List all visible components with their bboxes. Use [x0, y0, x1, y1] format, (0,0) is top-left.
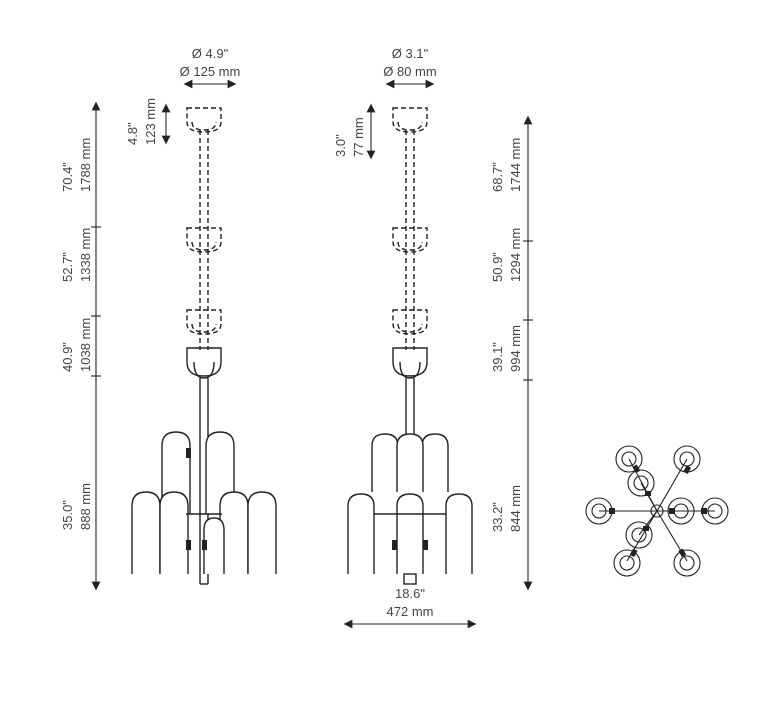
- left-diameter-in: Ø 4.9": [192, 46, 229, 61]
- right-diameter-in: Ø 3.1": [392, 46, 429, 61]
- left-h4-in: 35.0": [60, 500, 75, 530]
- top-globe-6: [673, 549, 701, 577]
- left-h3-in: 40.9": [60, 342, 75, 372]
- right-h4-in: 33.2": [490, 502, 505, 532]
- left-h1-mm: 1788 mm: [78, 138, 93, 192]
- left-canopy-4: [186, 347, 222, 379]
- right-h4-mm: 844 mm: [508, 485, 523, 532]
- top-hub: [650, 504, 664, 518]
- right-h2-mm: 1294 mm: [508, 228, 523, 282]
- left-canopy-in: 4.8": [125, 122, 140, 145]
- right-h2-in: 50.9": [490, 252, 505, 282]
- left-diameter-mm: Ø 125 mm: [180, 64, 241, 79]
- left-canopy-3: [186, 309, 222, 335]
- left-canopy-1: [186, 107, 222, 133]
- right-upper-shades: [371, 433, 449, 492]
- left-h3-mm: 1038 mm: [78, 318, 93, 372]
- right-width-in: 18.6": [395, 586, 425, 601]
- left-canopy-2: [186, 227, 222, 253]
- top-view: [585, 445, 729, 577]
- right-canopy-mm: 77 mm: [351, 117, 366, 157]
- right-h3-mm: 994 mm: [508, 325, 523, 372]
- left-h2-mm: 1338 mm: [78, 228, 93, 282]
- right-canopy-in: 3.0": [333, 134, 348, 157]
- right-canopy-3: [392, 309, 428, 335]
- right-elevation: Ø 3.1" Ø 80 mm 3.0" 77 mm: [333, 46, 533, 629]
- right-h3-in: 39.1": [490, 342, 505, 372]
- right-h1-in: 68.7": [490, 162, 505, 192]
- right-canopy-2: [392, 227, 428, 253]
- right-canopy-1: [392, 107, 428, 133]
- left-lower-shades: [131, 491, 277, 574]
- left-elevation: Ø 4.9" Ø 125 mm 4.8" 123 mm 70.4" 1788 m…: [60, 46, 277, 591]
- left-canopy-mm: 123 mm: [143, 98, 158, 145]
- right-diameter-mm: Ø 80 mm: [383, 64, 436, 79]
- right-canopy-4: [392, 347, 428, 379]
- top-globe-5: [613, 549, 641, 577]
- right-width-mm: 472 mm: [387, 604, 434, 619]
- left-h2-in: 52.7": [60, 252, 75, 282]
- left-h4-mm: 888 mm: [78, 483, 93, 530]
- right-h1-mm: 1744 mm: [508, 138, 523, 192]
- left-h1-in: 70.4": [60, 162, 75, 192]
- right-lower-shades: [347, 493, 473, 574]
